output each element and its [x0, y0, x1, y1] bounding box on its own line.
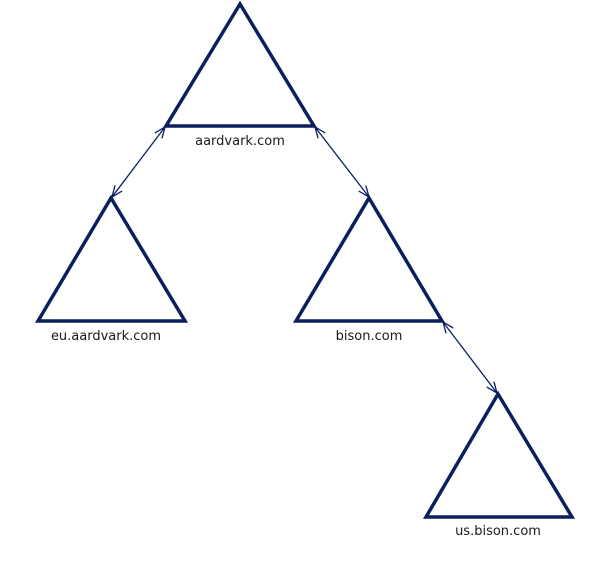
trust-link-bison-us-bison	[443, 322, 497, 393]
domain-label: eu.aardvark.com	[51, 329, 161, 344]
domain-node-eu-aardvark: eu.aardvark.com	[34, 194, 189, 344]
domain-node-aardvark: aardvark.com	[162, 0, 318, 149]
domain-tree-triangle	[422, 390, 576, 519]
trust-link-aardvark-bison	[315, 127, 369, 197]
domain-tree-triangle	[292, 194, 446, 323]
domain-label: aardvark.com	[195, 134, 285, 149]
domain-tree-triangle	[162, 0, 318, 128]
domain-label: us.bison.com	[455, 524, 541, 539]
domain-tree-triangle	[34, 194, 189, 323]
domain-label: bison.com	[336, 329, 403, 344]
domain-node-bison: bison.com	[292, 194, 446, 344]
trust-link-aardvark-eu-aardvark	[112, 127, 165, 197]
domain-node-us-bison: us.bison.com	[422, 390, 576, 539]
